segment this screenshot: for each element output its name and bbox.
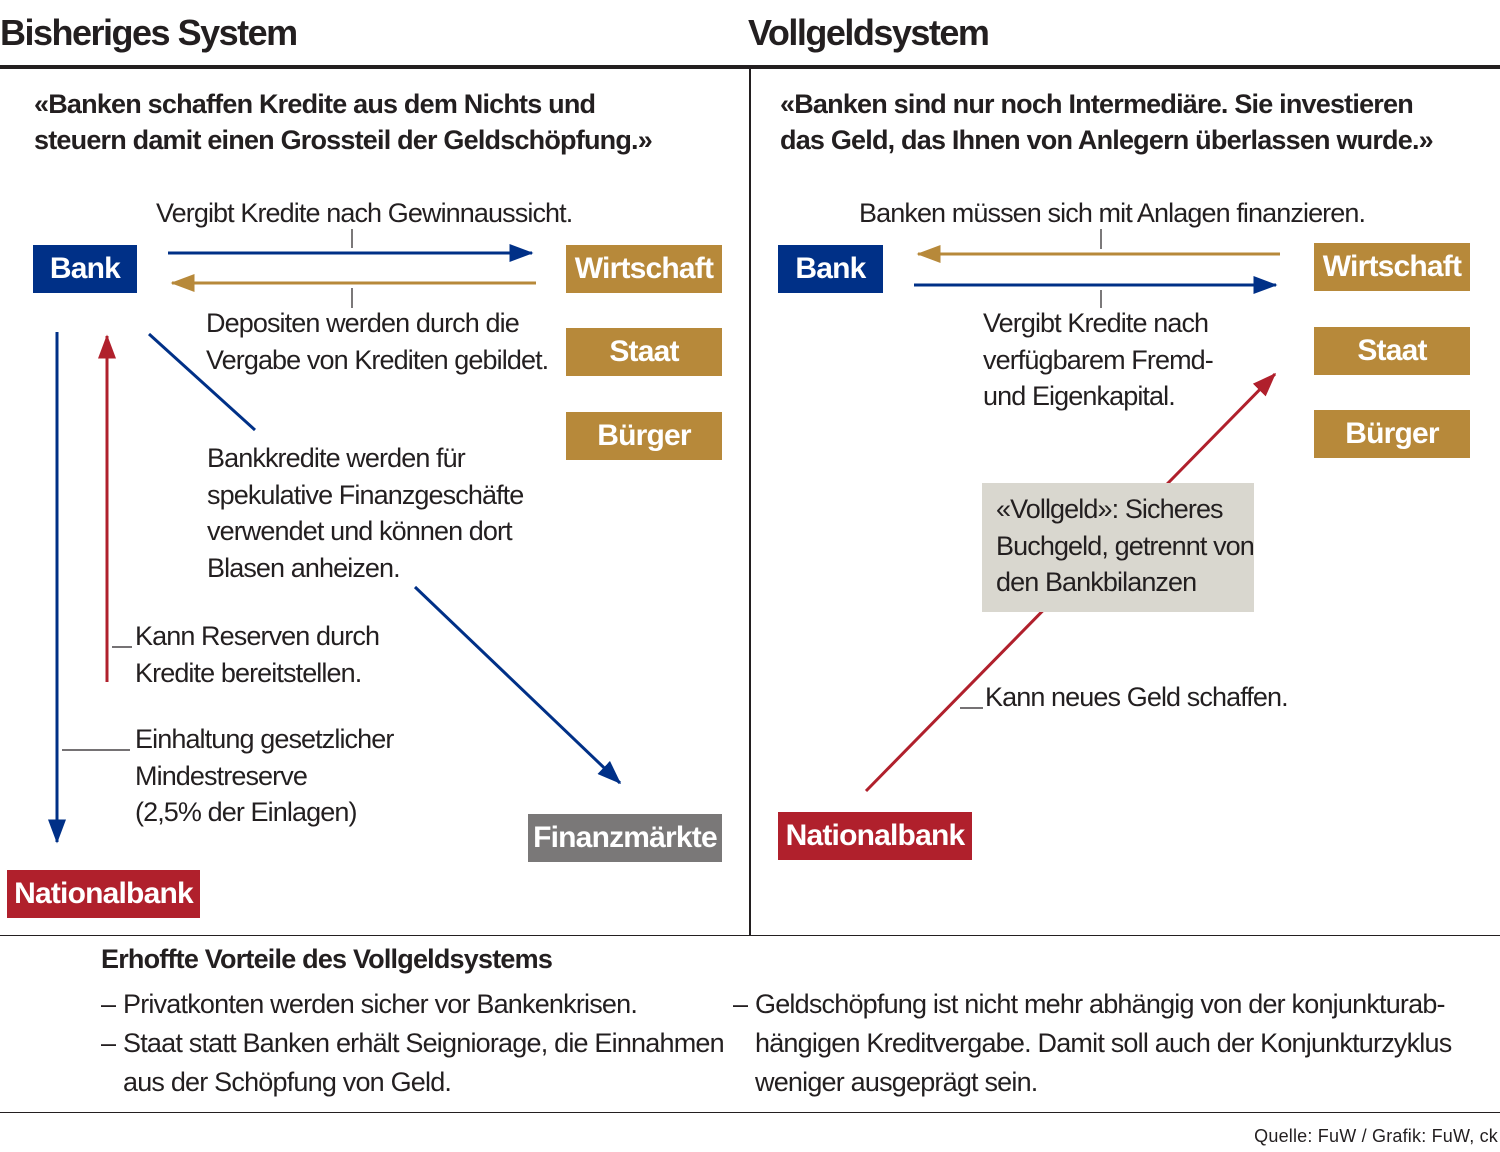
benefits-list-left: – Privatkonten werden sicher vor Bankenk… — [101, 985, 725, 1102]
left-title: Bisheriges System — [0, 12, 298, 53]
left-finanzmaerkte-box: Finanzmärkte — [528, 814, 722, 862]
left-label-reserven: Kann Reserven durch Kredite bereitstelle… — [135, 621, 380, 688]
right-label-neues-geld: Kann neues Geld schaffen. — [985, 682, 1289, 712]
left-buerger-box: Bürger — [566, 412, 722, 460]
bottom-rule — [0, 1112, 1500, 1113]
right-quote-line: «Banken sind nur noch Intermediäre. Sie … — [780, 89, 1414, 119]
left-label-depositen: Depositen werden durch die Vergabe von K… — [206, 308, 549, 375]
line-bank-to-bankkredite — [147, 332, 257, 432]
list-item: – Privatkonten werden sicher vor Bankenk… — [101, 989, 638, 1019]
left-quote-line: steuern damit einen Grossteil der Geldsc… — [34, 125, 653, 155]
left-bank-box: Bank — [33, 245, 137, 293]
benefits-list-right: – Geldschöpfung ist nicht mehr abhängig … — [733, 985, 1483, 1102]
right-quote: «Banken sind nur noch Intermediäre. Sie … — [780, 86, 1434, 158]
left-quote: «Banken schaffen Kredite aus dem Nichts … — [34, 86, 653, 158]
right-quote-line: das Geld, das Ihnen von Anlegern überlas… — [780, 125, 1434, 155]
right-label-anlagen: Banken müssen sich mit Anlagen finanzier… — [859, 198, 1366, 228]
left-label-kredite: Vergibt Kredite nach Gewinnaussicht. — [156, 198, 573, 228]
arrow-to-finanzmaerkte — [413, 585, 622, 785]
right-title: Vollgeldsystem — [748, 12, 990, 53]
benefits-title: Erhoffte Vorteile des Vollgeldsystems — [101, 944, 553, 974]
left-nationalbank-box: Nationalbank — [7, 870, 200, 918]
source-credit: Quelle: FuW / Grafik: FuW, ck — [1254, 1126, 1498, 1146]
mid-rule — [0, 935, 1500, 936]
right-nationalbank-box: Nationalbank — [778, 812, 972, 860]
left-staat-box: Staat — [566, 328, 722, 376]
right-vollgeld-note: «Vollgeld»: Sicheres Buchgeld, getrennt … — [982, 483, 1255, 612]
left-quote-line: «Banken schaffen Kredite aus dem Nichts … — [34, 89, 596, 119]
right-buerger-box: Bürger — [1314, 410, 1470, 458]
left-label-bankkredite: Bankkredite werden für spekulative Finan… — [207, 443, 524, 583]
top-rule — [0, 65, 1500, 69]
right-staat-box: Staat — [1314, 327, 1470, 375]
left-label-mindestreserve: Einhaltung gesetzlicher Mindestreserve (… — [135, 724, 394, 827]
right-wirtschaft-box: Wirtschaft — [1314, 243, 1470, 291]
left-wirtschaft-box: Wirtschaft — [566, 245, 722, 293]
list-item: – Staat statt Banken erhält Seigniorage,… — [101, 1028, 725, 1097]
center-divider — [749, 69, 751, 935]
right-label-kredite: Vergibt Kredite nach verfügbarem Fremd- … — [983, 308, 1214, 411]
list-item: – Geldschöpfung ist nicht mehr abhängig … — [733, 989, 1452, 1097]
right-bank-box: Bank — [778, 245, 883, 293]
